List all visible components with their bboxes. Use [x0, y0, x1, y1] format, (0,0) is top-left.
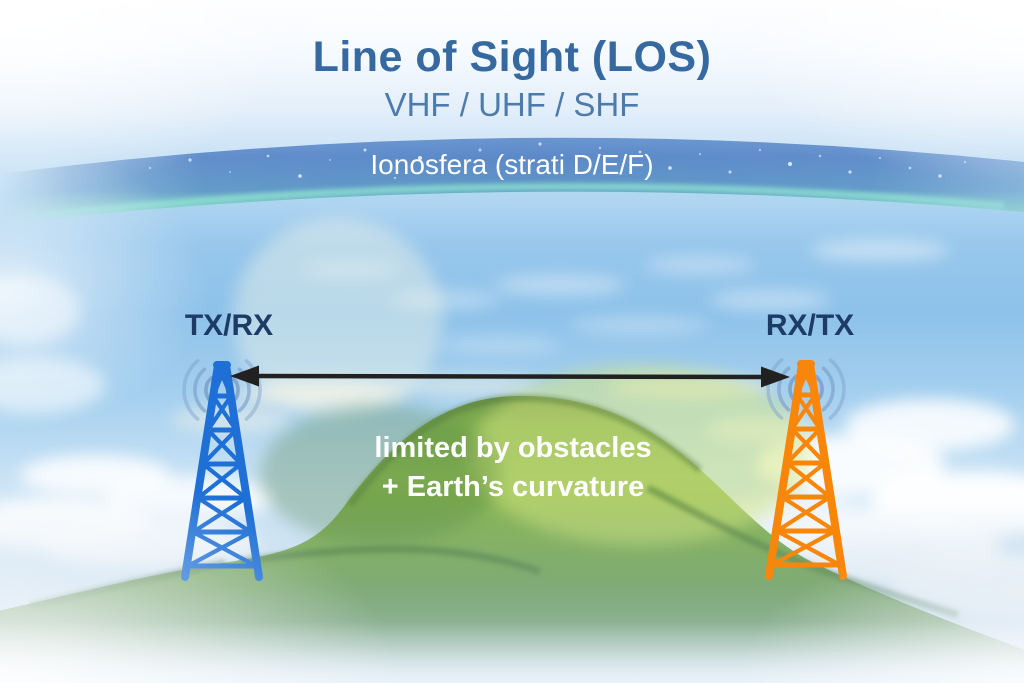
los-annotation-line2: + Earth’s curvature — [381, 471, 645, 503]
diagram-subtitle: VHF / UHF / SHF — [384, 86, 640, 123]
los-annotation: limited by obstacles + Earth’s curvature — [374, 429, 651, 507]
left-tower-label: TX/RX — [184, 309, 274, 342]
diagram-title: Line of Sight (LOS) — [312, 33, 712, 81]
los-annotation-line1: limited by obstacles — [374, 432, 652, 464]
ionosphere-label: Ionosfera (strati D/E/F) — [370, 149, 654, 180]
right-tower-label: RX/TX — [765, 309, 855, 342]
